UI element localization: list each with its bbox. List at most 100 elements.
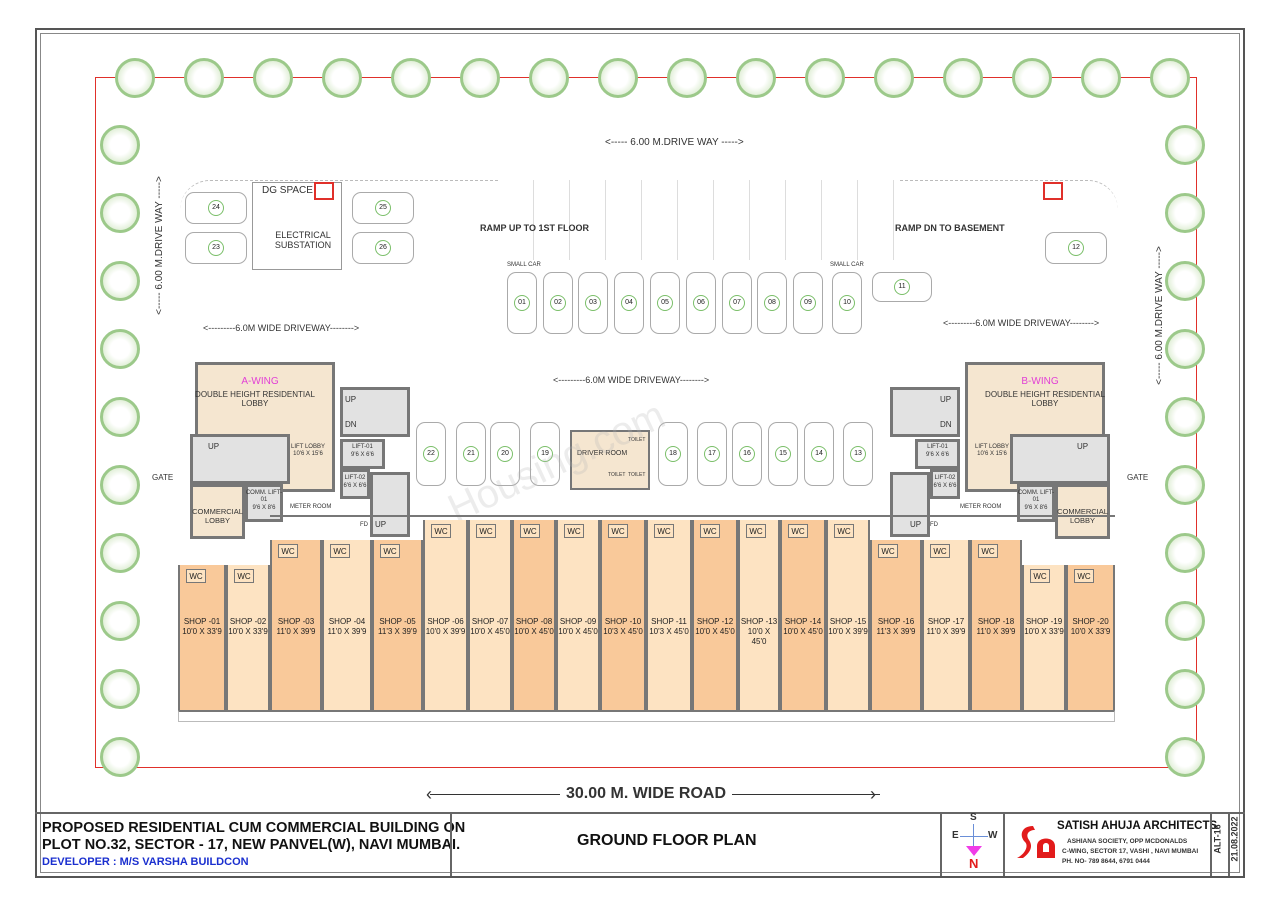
- fire-duct-label: FD: [360, 522, 368, 528]
- staircase: [190, 434, 290, 484]
- parking-space: 23: [185, 232, 247, 264]
- tree-icon: [184, 58, 224, 98]
- lift-01-label: LIFT-01: [352, 444, 373, 450]
- sheet-inner-border: [40, 33, 1240, 873]
- parking-number: 21: [463, 446, 479, 462]
- stair-down-label: DN: [940, 420, 952, 429]
- shop-name: SHOP -11: [651, 617, 687, 626]
- compass-n: N: [969, 856, 979, 871]
- staircase: [1010, 434, 1110, 484]
- compass-e: E: [952, 830, 959, 841]
- tree-icon: [1165, 125, 1205, 165]
- parking-space: 22: [416, 422, 446, 486]
- shop-size: 10'0 X 39'9: [828, 627, 868, 636]
- shop-size: 10'0 X 45'0: [514, 627, 554, 636]
- meter-room-label: METER ROOM: [960, 504, 1002, 510]
- parking-space: 20: [490, 422, 520, 486]
- wc-label: WC: [608, 524, 628, 538]
- tree-icon: [100, 193, 140, 233]
- developer-label: DEVELOPER : M/S VARSHA BUILDCON: [42, 856, 249, 868]
- dg-space-label: DG SPACE: [262, 185, 313, 196]
- project-title-line2: PLOT NO.32, SECTOR - 17, NEW PANVEL(W), …: [42, 837, 461, 853]
- tree-icon: [1165, 193, 1205, 233]
- tree-icon: [1165, 533, 1205, 573]
- shop-size: 10'0 X 33'9: [182, 627, 222, 636]
- drawing-number: ALT-16: [1212, 824, 1223, 854]
- driver-room: DRIVER ROOM TOILET TOILET TOILET: [570, 430, 650, 490]
- tree-icon: [1165, 601, 1205, 641]
- wc-label: WC: [834, 524, 854, 538]
- tree-icon: [100, 397, 140, 437]
- parking-space: 26: [352, 232, 414, 264]
- parking-number: 12: [1068, 240, 1084, 256]
- wc-label: WC: [380, 544, 400, 558]
- lift-01: [915, 439, 960, 469]
- parking-number: 10: [839, 295, 855, 311]
- substation-label: ELECTRICAL SUBSTATION: [274, 230, 332, 250]
- wc-label: WC: [186, 569, 206, 583]
- tree-icon: [529, 58, 569, 98]
- tree-icon: [667, 58, 707, 98]
- tree-icon: [1012, 58, 1052, 98]
- lobby-label: DOUBLE HEIGHT RESIDENTIAL LOBBY: [195, 390, 315, 408]
- shop-size: 10'0 X 33'9: [228, 627, 268, 636]
- tree-icon: [100, 261, 140, 301]
- architect-cell: SATISH AHUJA ARCHITECTS ASHIANA SOCIETY,…: [1003, 812, 1217, 876]
- shop-size: 10'0 X 45'0: [558, 627, 598, 636]
- gate-left-label: GATE: [152, 473, 174, 482]
- wc-label: WC: [978, 544, 998, 558]
- commercial-lift-label: COMM. LIFT-01: [1017, 490, 1055, 503]
- wc-label: WC: [1030, 569, 1050, 583]
- lift-lobby-label: LIFT LOBBY: [975, 444, 1009, 450]
- wing-label: A-WING: [241, 376, 279, 387]
- wc-label: WC: [1074, 569, 1094, 583]
- parking-space: 04: [614, 272, 644, 334]
- parking-space: 15: [768, 422, 798, 486]
- sheet-border: [35, 28, 1245, 878]
- shop-size: 10'3 X 45'0: [603, 627, 643, 636]
- lift-lobby-label: LIFT LOBBY: [291, 444, 325, 450]
- architect-name: SATISH AHUJA ARCHITECTS: [1057, 820, 1218, 832]
- stair-up-label: UP: [910, 520, 922, 529]
- tree-icon: [100, 533, 140, 573]
- driveway-center-label: <---------6.0M WIDE DRIVEWAY-------->: [553, 375, 710, 385]
- architect-logo: [1017, 826, 1055, 858]
- wc-label: WC: [330, 544, 350, 558]
- parking-space: 05: [650, 272, 680, 334]
- tree-icon: [1081, 58, 1121, 98]
- lift-02-size: 6'6 X 6'6: [343, 483, 367, 489]
- shop-name: SHOP -20: [1072, 617, 1109, 626]
- parking-number: 09: [800, 295, 816, 311]
- toilet-label: TOILET: [628, 437, 646, 443]
- driveway-right-label: <---------6.0M WIDE DRIVEWAY-------->: [943, 318, 1100, 328]
- stair-up-label: UP: [345, 395, 357, 404]
- shop-name: SHOP -08: [515, 617, 553, 626]
- shop-size: 10'3 X 45'0: [649, 627, 689, 636]
- north-arrow-icon: [966, 846, 982, 856]
- compass-w: W: [988, 830, 998, 841]
- parking-number: 05: [657, 295, 673, 311]
- arrow-right-icon: ›: [870, 784, 876, 804]
- parking-space: 07: [722, 272, 752, 334]
- shop-name: SHOP -06: [427, 617, 464, 626]
- ramp: [498, 180, 898, 260]
- tree-icon: [460, 58, 500, 98]
- tree-icon: [598, 58, 638, 98]
- shop-name: SHOP -10: [604, 617, 642, 626]
